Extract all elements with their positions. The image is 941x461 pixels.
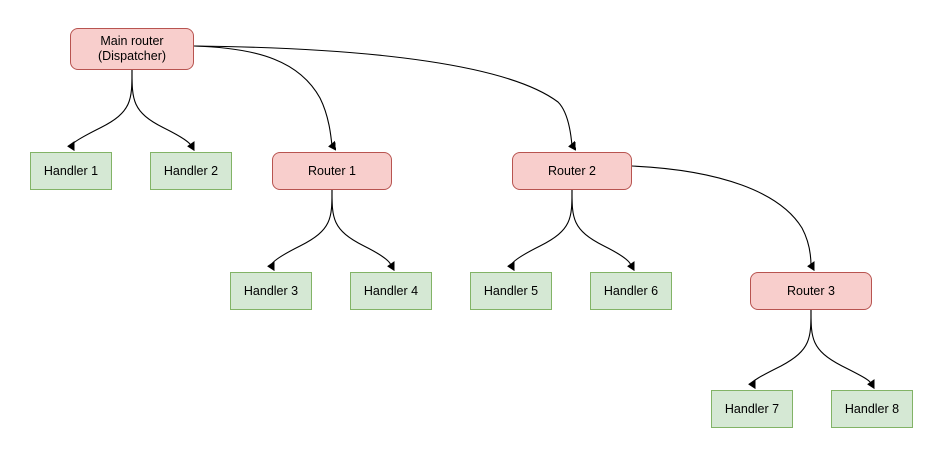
edge-router-3-to-handler-8	[810, 309, 871, 384]
edge-router-2-to-handler-5	[511, 189, 573, 266]
node-router-3[interactable]: Router 3	[750, 272, 872, 310]
node-label: Handler 7	[724, 401, 780, 416]
node-label: Main router (Dispatcher)	[97, 34, 167, 63]
node-handler-5[interactable]: Handler 5	[470, 272, 552, 310]
node-handler-2[interactable]: Handler 2	[150, 152, 232, 190]
edge-main-router-to-handler-1	[71, 69, 133, 146]
edge-router-2-to-handler-6	[571, 189, 631, 266]
node-main-router[interactable]: Main router (Dispatcher)	[70, 28, 194, 70]
node-handler-3[interactable]: Handler 3	[230, 272, 312, 310]
node-handler-8[interactable]: Handler 8	[831, 390, 913, 428]
edge-main-router-to-router-2	[193, 45, 572, 146]
node-handler-6[interactable]: Handler 6	[590, 272, 672, 310]
node-label: Handler 2	[163, 163, 219, 178]
edge-router-1-to-handler-4	[331, 189, 391, 266]
edge-router-2-to-router-3	[631, 165, 811, 266]
edge-main-router-to-router-1	[193, 45, 332, 146]
node-handler-7[interactable]: Handler 7	[711, 390, 793, 428]
node-router-1[interactable]: Router 1	[272, 152, 392, 190]
node-label: Handler 1	[43, 163, 99, 178]
node-label: Handler 6	[603, 283, 659, 298]
edge-router-3-to-handler-7	[752, 309, 812, 384]
node-label: Router 2	[548, 163, 596, 178]
edge-main-router-to-handler-2	[131, 69, 191, 146]
edge-router-1-to-handler-3	[271, 189, 333, 266]
node-label: Router 1	[308, 163, 356, 178]
node-handler-1[interactable]: Handler 1	[30, 152, 112, 190]
node-label: Router 3	[787, 283, 835, 298]
node-label: Handler 8	[844, 401, 900, 416]
node-label: Handler 3	[243, 283, 299, 298]
node-handler-4[interactable]: Handler 4	[350, 272, 432, 310]
node-router-2[interactable]: Router 2	[512, 152, 632, 190]
node-label: Handler 4	[363, 283, 419, 298]
node-label: Handler 5	[483, 283, 539, 298]
